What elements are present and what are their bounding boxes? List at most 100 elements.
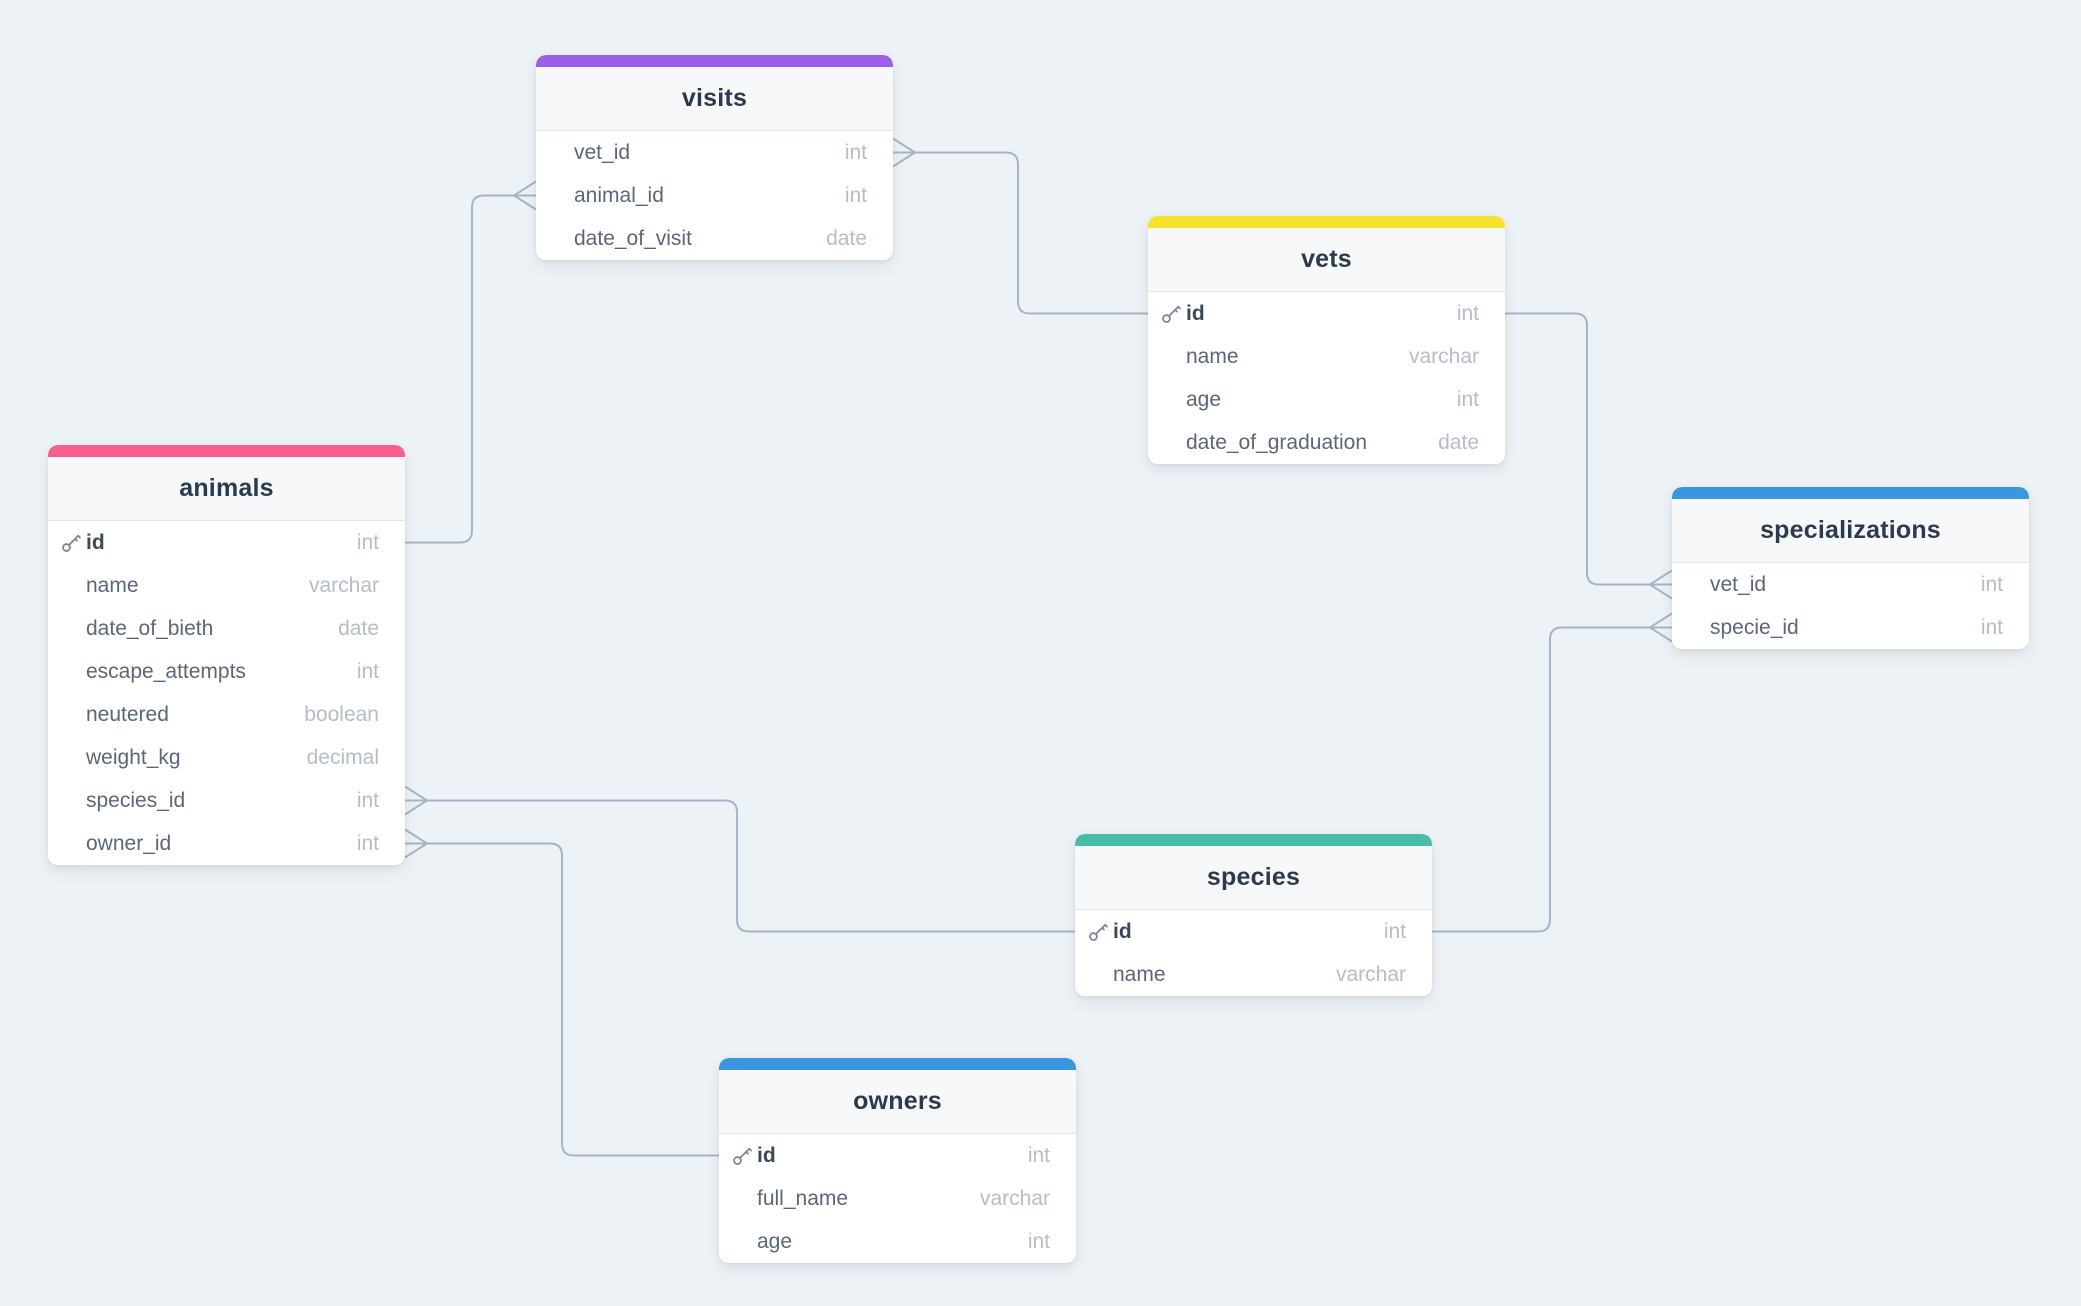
field-type: int <box>1980 615 2003 639</box>
field-name: date_of_bieth <box>86 616 214 640</box>
field-name: id <box>86 530 105 554</box>
table-accent-bar <box>1075 834 1432 846</box>
field-name: age <box>757 1229 793 1253</box>
field-name: id <box>757 1143 776 1167</box>
field-type: decimal <box>306 745 379 769</box>
table-field-row-animals-date_of_bieth[interactable]: date_of_bieth date <box>48 607 405 650</box>
field-name: name <box>1186 344 1239 368</box>
table-field-row-owners-id[interactable]: id int <box>719 1134 1076 1177</box>
table-accent-bar <box>719 1058 1076 1070</box>
field-name: animal_id <box>574 183 664 207</box>
relationship-animals-visits-animal_id[interactable] <box>405 180 537 544</box>
field-name: escape_attempts <box>86 659 246 683</box>
table-title: specializations <box>1760 516 1941 544</box>
field-name: name <box>86 573 139 597</box>
field-type: date <box>826 226 867 250</box>
table-field-row-animals-owner_id[interactable]: owner_id int <box>48 822 405 865</box>
field-type: varchar <box>308 573 379 597</box>
table-field-row-species-name[interactable]: name varchar <box>1075 953 1432 996</box>
field-type: int <box>356 831 379 855</box>
table-header-species[interactable]: species <box>1075 846 1432 910</box>
field-name: id <box>1186 301 1205 325</box>
table-field-row-specializations-vet_id[interactable]: vet_id int <box>1672 563 2029 606</box>
table-header-visits[interactable]: visits <box>536 67 893 131</box>
field-type: boolean <box>304 702 379 726</box>
crow-foot-many-icon <box>404 785 428 816</box>
field-name: date_of_graduation <box>1186 430 1367 454</box>
field-name: vet_id <box>1710 572 1767 596</box>
field-type: varchar <box>979 1186 1050 1210</box>
field-name: neutered <box>86 702 169 726</box>
crow-foot-many-icon <box>892 137 916 168</box>
crow-foot-many-icon <box>1649 612 1673 643</box>
table-title: animals <box>179 474 274 502</box>
crow-foot-many-icon <box>1649 569 1673 600</box>
primary-key-icon <box>733 1147 752 1165</box>
crow-foot-many-icon <box>404 828 428 859</box>
table-field-row-animals-species_id[interactable]: species_id int <box>48 779 405 822</box>
relationship-owners-animals-owner_id[interactable] <box>404 828 719 1157</box>
table-accent-bar <box>536 55 893 67</box>
relationship-species-animals-species_id[interactable] <box>404 785 1075 933</box>
field-name: vet_id <box>574 140 631 164</box>
table-field-row-visits-vet_id[interactable]: vet_id int <box>536 131 893 174</box>
table-title: owners <box>853 1087 942 1115</box>
table-field-row-vets-id[interactable]: id int <box>1148 292 1505 335</box>
primary-key-icon <box>1089 923 1108 941</box>
table-field-row-visits-date_of_visit[interactable]: date_of_visit date <box>536 217 893 260</box>
table-field-row-vets-date_of_graduation[interactable]: date_of_graduation date <box>1148 421 1505 464</box>
field-type: varchar <box>1335 962 1406 986</box>
table-field-row-vets-name[interactable]: name varchar <box>1148 335 1505 378</box>
field-type: int <box>1027 1143 1050 1167</box>
table-accent-bar <box>1148 216 1505 228</box>
table-header-vets[interactable]: vets <box>1148 228 1505 292</box>
field-type: int <box>1456 301 1479 325</box>
field-name: full_name <box>757 1186 849 1210</box>
field-type: int <box>356 788 379 812</box>
field-type: int <box>1027 1229 1050 1253</box>
table-title: vets <box>1301 245 1352 273</box>
field-type: int <box>1980 572 2003 596</box>
relationship-species-specializations-specie_id[interactable] <box>1432 612 1673 933</box>
table-card-owners[interactable]: owners id int full_name varchar age int <box>719 1058 1076 1263</box>
table-field-row-owners-age[interactable]: age int <box>719 1220 1076 1263</box>
field-name: specie_id <box>1710 615 1799 639</box>
table-header-specializations[interactable]: specializations <box>1672 499 2029 563</box>
field-type: int <box>844 140 867 164</box>
table-field-row-owners-full_name[interactable]: full_name varchar <box>719 1177 1076 1220</box>
field-name: date_of_visit <box>574 226 692 250</box>
field-type: int <box>356 659 379 683</box>
crow-foot-many-icon <box>513 180 537 211</box>
field-type: int <box>1383 919 1406 943</box>
table-title: species <box>1206 863 1301 891</box>
field-name: owner_id <box>86 831 172 855</box>
table-header-owners[interactable]: owners <box>719 1070 1076 1134</box>
field-name: species_id <box>86 788 186 812</box>
field-type: date <box>338 616 379 640</box>
table-header-animals[interactable]: animals <box>48 457 405 521</box>
table-field-row-specializations-specie_id[interactable]: specie_id int <box>1672 606 2029 649</box>
table-field-row-animals-neutered[interactable]: neutered boolean <box>48 693 405 736</box>
table-accent-bar <box>1672 487 2029 499</box>
field-name: age <box>1186 387 1222 411</box>
table-field-row-animals-escape_attempts[interactable]: escape_attempts int <box>48 650 405 693</box>
relationship-vets-specializations-vet_id[interactable] <box>1505 312 1673 600</box>
field-name: name <box>1113 962 1166 986</box>
primary-key-icon <box>1162 305 1181 323</box>
table-field-row-animals-name[interactable]: name varchar <box>48 564 405 607</box>
relationship-vets-visits-vet_id[interactable] <box>892 137 1148 315</box>
field-type: varchar <box>1408 344 1479 368</box>
field-type: date <box>1438 430 1479 454</box>
